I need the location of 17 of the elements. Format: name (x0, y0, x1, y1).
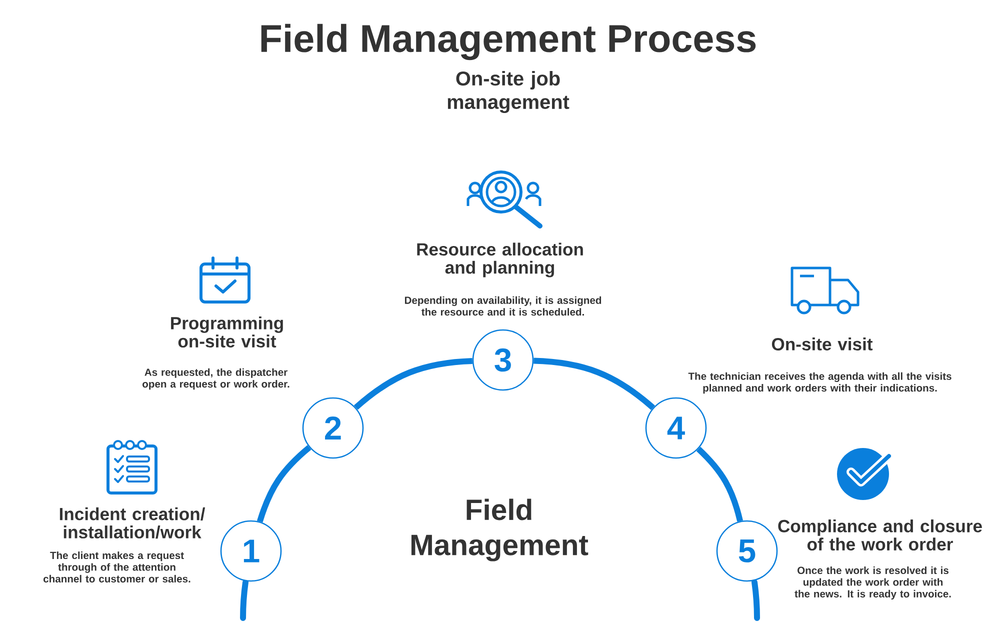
arc-line (354, 358, 473, 410)
step-description: Depending on availability, it is assigned the resource and it is scheduled. (404, 296, 602, 316)
step-heading: On-site visit (772, 338, 873, 350)
arc-line (696, 446, 744, 522)
step-description: Once the work is resolved it is updated the work order with the news. It is ready to invoice. (794, 566, 951, 600)
arc-line (534, 358, 655, 410)
step-heading: Resource allocation and planning (417, 242, 583, 278)
subtitle: On-site job management (448, 70, 570, 114)
step-heading: Incident creation/ installation/work (60, 507, 206, 539)
step-heading: Programming on-site visit (171, 316, 283, 348)
step-heading: Compliance and closure of the work order (778, 519, 982, 551)
arc-line (256, 445, 312, 523)
step-description: The technician receives the agenda with all the visits planned and work orders with their indications. (688, 372, 952, 394)
center-label: Field Management (411, 498, 588, 562)
title: Field Management Process (261, 24, 756, 60)
step-description: The client makes a request through of the attention channel to customer or sales. (44, 552, 190, 582)
step-description: As requested, the dispatcher open a request or work order. (142, 368, 290, 390)
